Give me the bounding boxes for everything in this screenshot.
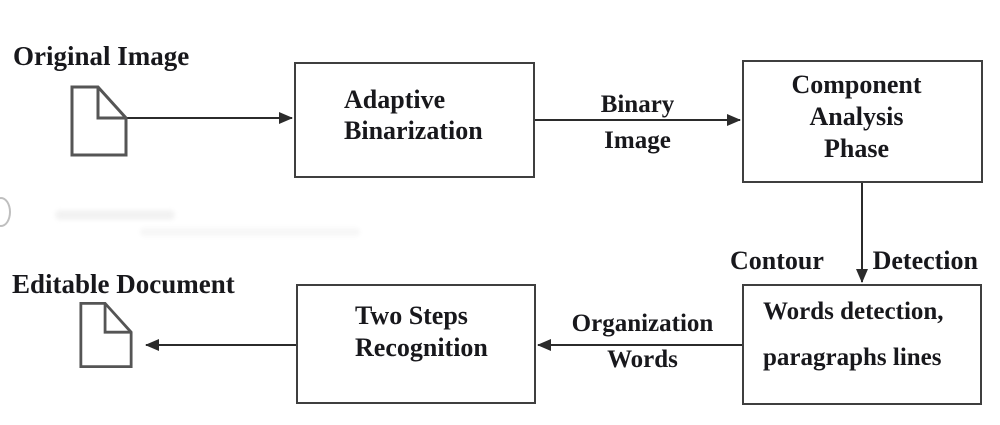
document-icon xyxy=(79,301,133,369)
box-adaptive-binarization: Adaptive Binarization xyxy=(294,62,535,178)
document-icon xyxy=(70,85,128,157)
arrow-label-line: Binary xyxy=(600,91,675,118)
box-line: Recognition xyxy=(355,333,488,362)
box-words-detection: Words detection, paragraphs lines xyxy=(742,284,982,405)
arrow-label-line: Image xyxy=(604,127,671,154)
contour-detection-arrow-label: Contour Detection xyxy=(730,246,978,276)
box-line: Binarization xyxy=(344,116,483,145)
box-two-steps-recognition: Two Steps Recognition xyxy=(296,284,536,404)
arrow-label-line: Words xyxy=(607,346,678,373)
arrow-label-line: Organization xyxy=(571,310,714,337)
arrow-label-line: Detection xyxy=(872,246,978,275)
box-line: Component xyxy=(791,70,922,99)
box-line: Phase xyxy=(824,134,889,163)
box-component-analysis-phase: Component Analysis Phase xyxy=(742,60,983,183)
binary-image-arrow-label: Binary Image xyxy=(560,87,715,159)
box-line: Two Steps xyxy=(355,301,468,330)
editable-document-label: Editable Document xyxy=(12,269,235,299)
box-line: Words detection, xyxy=(763,298,944,325)
box-line: paragraphs lines xyxy=(763,344,942,371)
arrow-label-line: Contour xyxy=(730,246,824,275)
organization-words-arrow-label: Organization Words xyxy=(565,306,720,378)
box-line: Analysis xyxy=(809,102,904,131)
box-line: Adaptive xyxy=(344,85,446,114)
original-image-label: Original Image xyxy=(13,41,190,71)
